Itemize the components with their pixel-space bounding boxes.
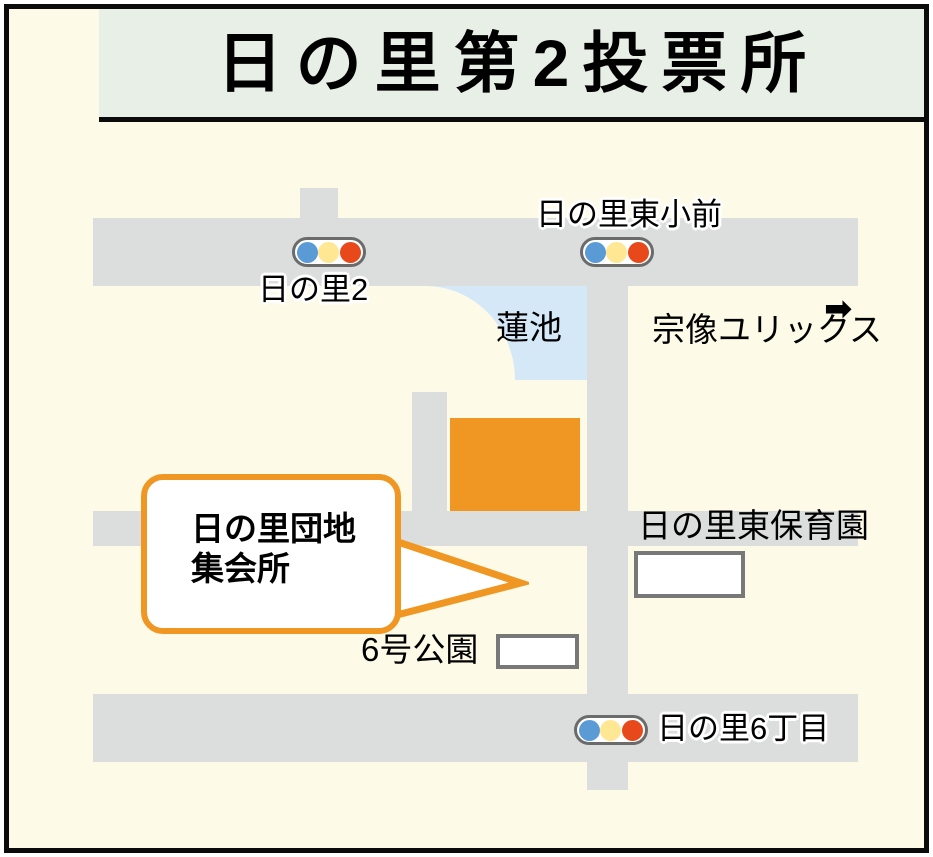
title-band: 日の里第2投票所	[99, 9, 924, 122]
signal-lamp-yellow	[606, 241, 628, 263]
polling-place-building	[450, 418, 580, 511]
traffic-signal-icon-higashi-sho-mae	[580, 237, 654, 267]
signal-lamp-blue	[585, 241, 607, 263]
label-munakata-yurix: 宗像ユリックス	[652, 311, 883, 348]
signal-lamp-blue	[579, 719, 601, 741]
map-canvas: 日の里団地 集会所 日の里2 日の里東小前 蓮池 ➡ 宗像ユリックス 日の里東保…	[9, 127, 924, 848]
signal-lamp-yellow	[600, 719, 622, 741]
signal-lamp-red	[621, 719, 643, 741]
signal-lamp-red	[339, 241, 361, 263]
park-box	[496, 634, 579, 669]
callout-box: 日の里団地 集会所	[141, 474, 401, 634]
nursery-building-box	[634, 551, 745, 598]
callout-tail	[389, 535, 529, 623]
road-vertical-stub-top	[300, 188, 338, 223]
road-horizontal-bottom	[93, 694, 858, 762]
traffic-signal-icon-hinosato-6chome	[574, 715, 648, 745]
callout-label-line2: 集会所	[191, 550, 290, 587]
signal-lamp-red	[627, 241, 649, 263]
label-intersection-hinosato-6chome: 日の里6丁目	[657, 711, 830, 746]
arrow-right-icon: ➡	[824, 290, 853, 328]
road-vertical-branch	[412, 392, 447, 512]
page-title: 日の里第2投票所	[216, 26, 820, 100]
label-pond: 蓮池	[496, 309, 562, 346]
label-park: 6号公園	[361, 631, 479, 668]
label-intersection-hinosato2: 日の里2	[258, 272, 369, 307]
traffic-signal-icon-hinosato2	[292, 237, 366, 267]
label-nursery: 日の里東保育園	[638, 507, 869, 544]
road-horizontal-top	[93, 218, 858, 286]
signal-lamp-yellow	[318, 241, 340, 263]
signal-lamp-blue	[297, 241, 319, 263]
callout-label-line1: 日の里団地	[191, 510, 356, 547]
label-intersection-hinosato-higashi-sho-mae: 日の里東小前	[536, 197, 722, 232]
